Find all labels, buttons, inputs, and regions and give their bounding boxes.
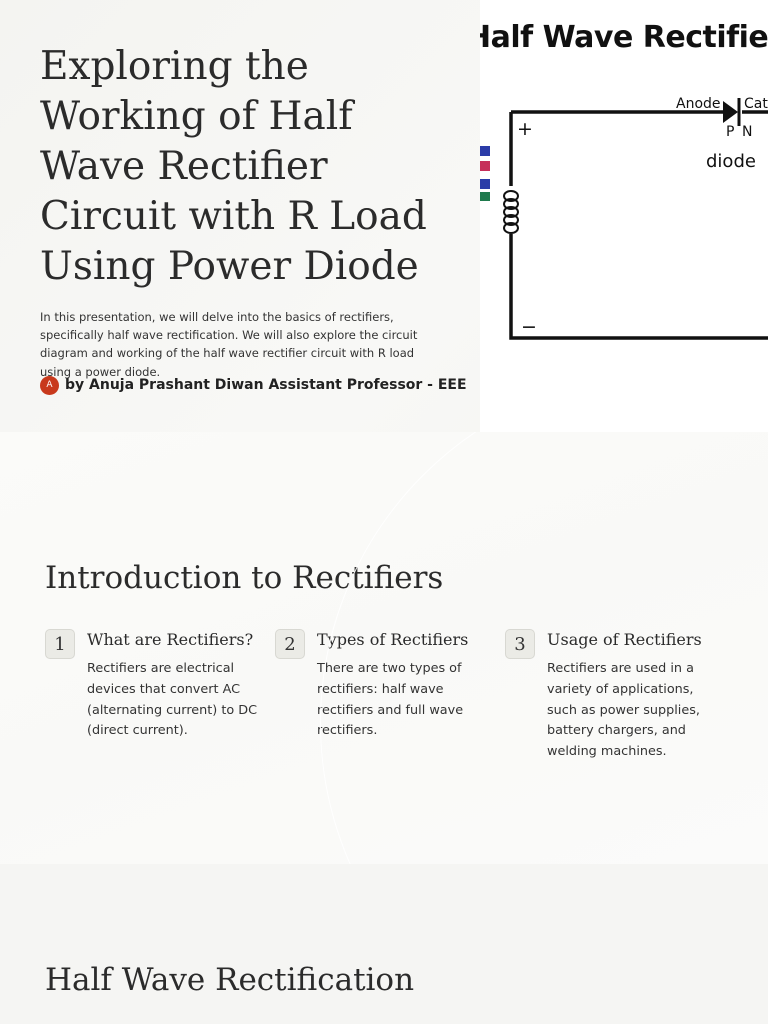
card-number-badge: 1 — [45, 629, 75, 659]
circuit-image-title: Half Wave Rectifier — [480, 20, 768, 55]
cathode-label: Cat — [744, 96, 768, 112]
p-label: P — [726, 124, 734, 140]
circuit-wire-bottom — [509, 112, 768, 340]
introduction-slide: Introduction to Rectifiers 1 What are Re… — [0, 432, 768, 864]
card-title: What are Rectifiers? — [87, 630, 254, 649]
n-label: N — [742, 124, 752, 140]
transformer-coil-icon — [503, 186, 519, 234]
diode-label: diode — [706, 151, 756, 172]
card-title: Types of Rectifiers — [317, 630, 469, 649]
half-wave-heading: Half Wave Rectification — [45, 962, 415, 998]
card-body: There are two types of rectifiers: half … — [317, 661, 464, 739]
author-byline: A by Anuja Prashant Diwan Assistant Prof… — [40, 375, 467, 395]
author-name: by Anuja Prashant Diwan Assistant Profes… — [65, 377, 467, 393]
plus-label: + — [517, 118, 533, 140]
card-body: Rectifiers are electrical devices that c… — [87, 661, 258, 739]
diode-symbol-icon — [723, 101, 738, 123]
card-body: Rectifiers are used in a variety of appl… — [547, 661, 700, 760]
card-number-badge: 3 — [505, 629, 535, 659]
side-fragment — [480, 146, 490, 201]
circuit-diagram-image: Half Wave Rectifier — [480, 0, 768, 432]
circuit-diagram: Anode Cat P N diode + − — [480, 96, 768, 340]
avatar: A — [40, 375, 59, 395]
slide-title: Exploring the Working of Half Wave Recti… — [40, 44, 427, 289]
slide-description: In this presentation, we will delve into… — [40, 310, 418, 379]
anode-label: Anode — [676, 96, 721, 112]
card-number-badge: 2 — [275, 629, 305, 659]
card-title: Usage of Rectifiers — [547, 630, 702, 649]
intro-heading: Introduction to Rectifiers — [45, 560, 444, 596]
minus-label: − — [521, 316, 537, 338]
title-slide: Exploring the Working of Half Wave Recti… — [0, 0, 768, 432]
half-wave-slide: Half Wave Rectification — [0, 864, 768, 1024]
